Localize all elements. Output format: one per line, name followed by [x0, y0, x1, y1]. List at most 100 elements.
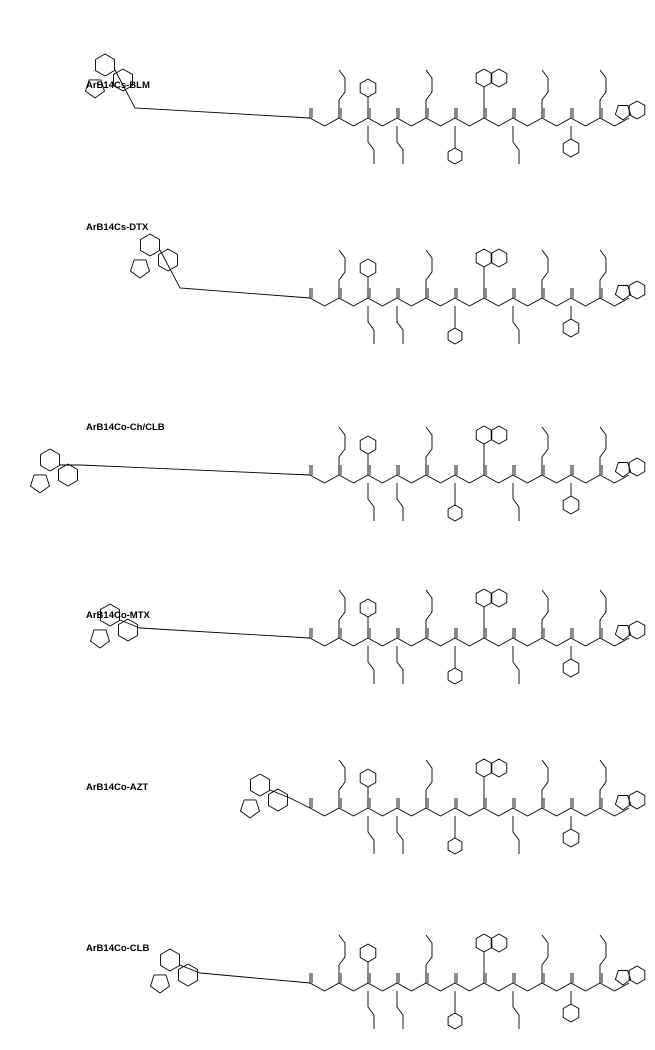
sidechain-bond: [396, 126, 404, 164]
sidechain-bond: [425, 759, 433, 808]
sidechain-bond: [367, 483, 375, 521]
compound-panel-mtx: ArB14Co-MTX: [0, 588, 655, 690]
indoline-ring: [614, 285, 632, 301]
aromatic-ring: [490, 933, 508, 953]
payload-ring: [84, 79, 106, 99]
sidechain-bond: [599, 69, 607, 118]
sidechain-bond: [541, 589, 549, 638]
sidechain-bond: [425, 69, 433, 118]
payload-ring: [129, 259, 151, 279]
backbone-bond: [309, 297, 630, 307]
sidechain-bond: [541, 759, 549, 808]
sidechain-bond: [512, 306, 520, 344]
payload-ring: [160, 948, 180, 972]
aromatic-ring: [628, 790, 646, 810]
compound-label: ArB14Co-AZT: [86, 782, 149, 793]
sidechain-bond: [541, 249, 549, 298]
sidechain-bond: [512, 126, 520, 164]
payload-ring: [40, 448, 60, 472]
sidechain-bond: [599, 249, 607, 298]
cyclohexyl-ring: [562, 1003, 580, 1023]
aromatic-ring: [490, 758, 508, 778]
sidechain-bond: [541, 69, 549, 118]
sidechain-bond: [367, 991, 375, 1029]
sidechain-bond: [338, 69, 346, 118]
payload-ring: [95, 53, 115, 77]
aromatic-ring: [447, 147, 463, 165]
aromatic-ring: [447, 837, 463, 855]
aromatic-ring: [628, 965, 646, 985]
aromatic-ring: [475, 425, 493, 445]
structure-drawing: [149, 933, 646, 1030]
payload-ring: [178, 963, 198, 987]
linker-bond: [269, 789, 311, 809]
sidechain-bond: [541, 934, 549, 983]
aromatic-ring: [447, 1012, 463, 1030]
cyclohexyl-ring: [562, 318, 580, 338]
payload-ring: [239, 799, 261, 819]
sidechain-bond: [599, 426, 607, 475]
sidechain-bond: [396, 646, 404, 684]
payload-ring: [158, 248, 178, 272]
indoline-ring: [614, 462, 632, 478]
linker-bond: [60, 464, 311, 476]
payload-ring: [268, 788, 288, 812]
structure-drawing: [29, 425, 646, 522]
backbone-bond: [309, 117, 630, 127]
compound-label: ArB14Co-MTX: [86, 610, 150, 621]
payload-ring: [100, 603, 120, 627]
aromatic-ring: [475, 248, 493, 268]
compound-label: ArB14Cs-BLM: [86, 80, 150, 91]
compound-panel-dtx: ArB14Cs-DTX: [0, 180, 655, 355]
aromatic-ring: [475, 933, 493, 953]
aromatic-ring: [475, 758, 493, 778]
payload-ring: [29, 474, 51, 494]
indoline-ring: [614, 105, 632, 121]
sidechain-bond: [599, 589, 607, 638]
linker-bond: [119, 619, 311, 639]
payload-ring: [149, 974, 171, 994]
aromatic-ring: [628, 457, 646, 477]
aromatic-ring: [447, 504, 463, 522]
sidechain-bond: [425, 426, 433, 475]
structure-drawing: [239, 758, 646, 855]
linker-bond: [114, 69, 311, 119]
structure-drawing: [84, 53, 646, 165]
indoline-ring: [614, 970, 632, 986]
compound-label: ArB14Co-Ch/CLB: [86, 422, 165, 433]
sidechain-bond: [338, 426, 346, 475]
sidechain-bond: [512, 816, 520, 854]
compound-panel-ch-clb: ArB14Co-Ch/CLB: [0, 375, 655, 575]
sidechain-bond: [425, 249, 433, 298]
sidechain-bond: [512, 991, 520, 1029]
aromatic-ring: [490, 248, 508, 268]
sidechain-bond: [338, 589, 346, 638]
linker-bond: [159, 249, 311, 299]
compound-panel-blm: ArB14Cs-BLM: [0, 0, 655, 180]
compound-label: ArB14Co-CLB: [86, 943, 150, 954]
sidechain-bond: [425, 934, 433, 983]
indoline-ring: [614, 625, 632, 641]
aromatic-ring: [447, 667, 463, 685]
backbone-bond: [309, 474, 630, 484]
aromatic-ring: [490, 425, 508, 445]
aromatic-ring: [447, 327, 463, 345]
sidechain-bond: [338, 759, 346, 808]
sidechain-bond: [541, 426, 549, 475]
sidechain-bond: [512, 646, 520, 684]
sidechain-bond: [367, 126, 375, 164]
sidechain-bond: [367, 646, 375, 684]
aromatic-ring: [628, 100, 646, 120]
compound-label: ArB14Cs-DTX: [86, 222, 149, 233]
structure-drawing: [129, 233, 646, 345]
payload-ring: [113, 68, 133, 92]
aromatic-ring: [359, 258, 377, 278]
sidechain-bond: [367, 816, 375, 854]
payload-ring: [118, 618, 138, 642]
sidechain-bond: [338, 249, 346, 298]
sidechain-bond: [338, 934, 346, 983]
payload-ring: [250, 773, 270, 797]
aromatic-ring: [359, 435, 377, 455]
aromatic-ring: [359, 768, 377, 788]
aromatic-ring: [628, 280, 646, 300]
